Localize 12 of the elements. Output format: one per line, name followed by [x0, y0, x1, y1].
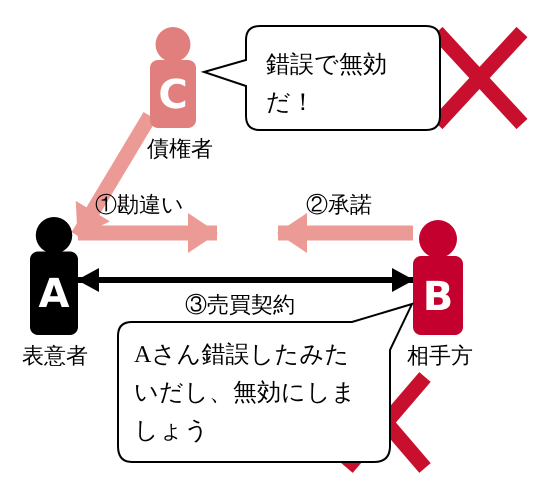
role-label: 債権者 [147, 136, 213, 162]
arrow [277, 213, 413, 253]
role-label: 相手方 [407, 343, 473, 369]
edge-label: ②承諾 [306, 192, 372, 218]
arrow [77, 268, 414, 292]
speech-text: 錯誤で無効だ！ [266, 51, 388, 118]
edge-label: ①勘違い [95, 192, 184, 218]
role-label: 表意者 [22, 343, 88, 369]
edge-label: ③売買契約 [185, 292, 295, 318]
speech-text: Aさん錯誤したみたいだし、無効にしましょう [134, 341, 357, 446]
arrow [78, 213, 218, 253]
speech-bubble [200, 24, 442, 132]
